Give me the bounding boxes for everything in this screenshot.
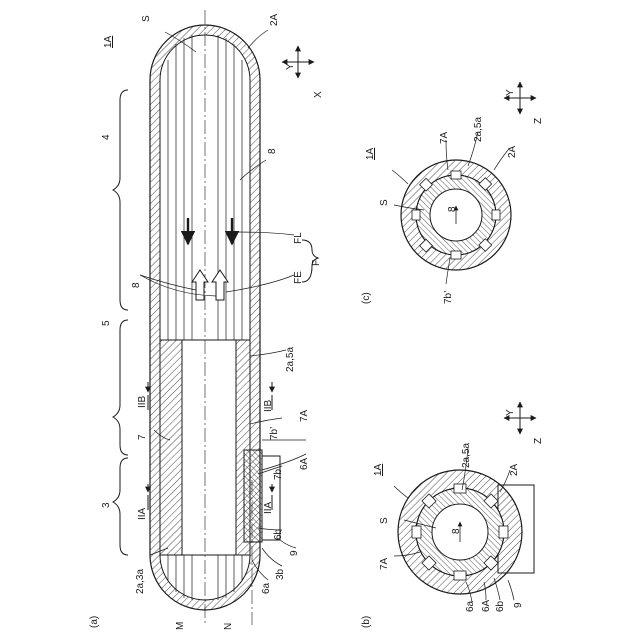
inner-cylinder-7A-left	[160, 340, 182, 555]
brace-F	[302, 240, 318, 282]
panel-c-drawing	[392, 82, 536, 284]
brace-4	[113, 90, 128, 310]
brace-3	[113, 458, 128, 555]
bracket-9	[262, 456, 280, 540]
axes-a	[282, 46, 314, 78]
panel-a-drawing	[113, 10, 318, 625]
inner-cylinder-bore	[182, 340, 236, 555]
axes-c	[504, 82, 536, 114]
brace-5	[113, 320, 128, 455]
axes-b	[504, 402, 536, 434]
panel-b-drawing	[394, 402, 536, 602]
